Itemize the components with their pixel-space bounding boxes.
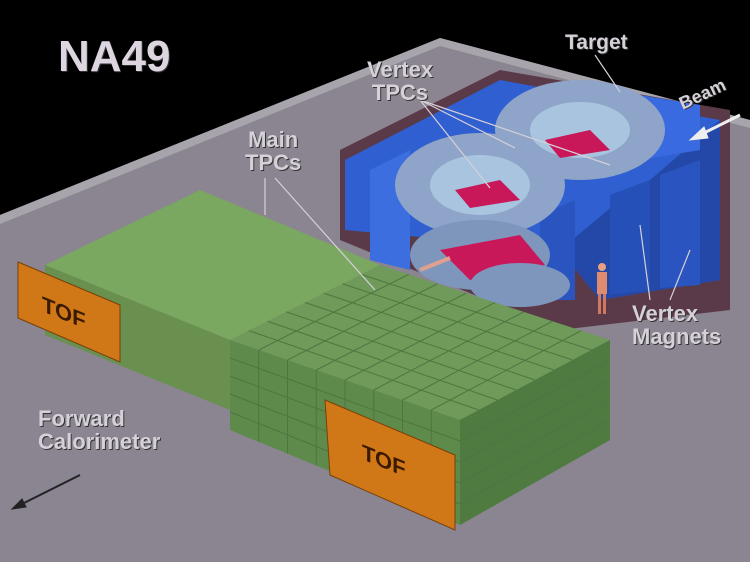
forward-calorimeter-arrow-icon — [10, 474, 81, 510]
grid-line — [459, 399, 611, 484]
grid-line — [431, 330, 582, 411]
label-line: Vertex — [367, 57, 434, 82]
grid-line — [323, 292, 554, 371]
grid-line — [459, 379, 611, 463]
tof-wall-left — [17, 261, 121, 363]
grid-line — [342, 283, 573, 361]
person-figure-scale — [597, 263, 607, 314]
label-target: Target — [565, 31, 628, 54]
tof-wall-right — [324, 399, 456, 531]
label-forward-calorimeter: Forward Calorimeter — [38, 407, 160, 453]
label-main-tpcs: Main TPCs — [245, 128, 301, 174]
label-line: Magnets — [632, 324, 722, 350]
grid-line — [344, 302, 496, 381]
grid-line — [229, 357, 461, 442]
beam-pipe — [419, 256, 451, 272]
grid-line — [459, 359, 611, 442]
grid-line — [373, 311, 524, 391]
label-line: TPCs — [371, 80, 429, 106]
grid-line — [402, 320, 553, 401]
beam-arrow-icon — [688, 113, 741, 141]
label-line: Forward — [38, 406, 125, 431]
title: NA49 — [58, 32, 171, 81]
vertex-magnet-coils — [395, 80, 665, 307]
label-vertex-magnets: Vertex Magnets — [632, 302, 721, 348]
label-line: Vertex — [632, 301, 699, 326]
label-vertex-tpcs: Vertex TPCs — [367, 58, 433, 104]
leader-lines — [264, 54, 691, 301]
grid-line — [361, 273, 592, 351]
grid-line — [459, 419, 611, 505]
label-line: Main — [248, 127, 299, 152]
label-line: Calorimeter — [38, 429, 161, 455]
label-line: TPCs — [245, 150, 302, 176]
